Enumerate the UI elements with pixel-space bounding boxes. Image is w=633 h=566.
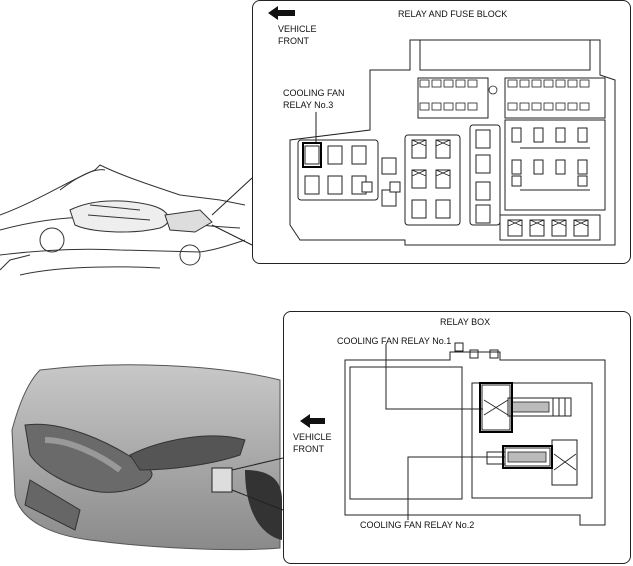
vehicle-front-label-top-1: VEHICLE [278,24,317,34]
vehicle-front-label-top-2: FRONT [278,36,309,46]
relay-fuse-block-panel [252,0,631,264]
relay-box-title: RELAY BOX [440,317,491,327]
vehicle-front-label-bottom-1: VEHICLE [293,432,332,442]
cooling-fan-relay-2-label: COOLING FAN RELAY No.2 [360,520,475,530]
cooling-fan-relay-3-label-1: COOLING FAN [283,88,345,98]
relay-box-panel [283,311,631,564]
cooling-fan-relay-1-label: COOLING FAN RELAY No.1 [337,336,452,346]
vehicle-front-label-bottom-2: FRONT [293,444,324,454]
relay-fuse-block-title: RELAY AND FUSE BLOCK [398,9,508,19]
cooling-fan-relay-3-label-2: RELAY No.3 [283,100,334,110]
